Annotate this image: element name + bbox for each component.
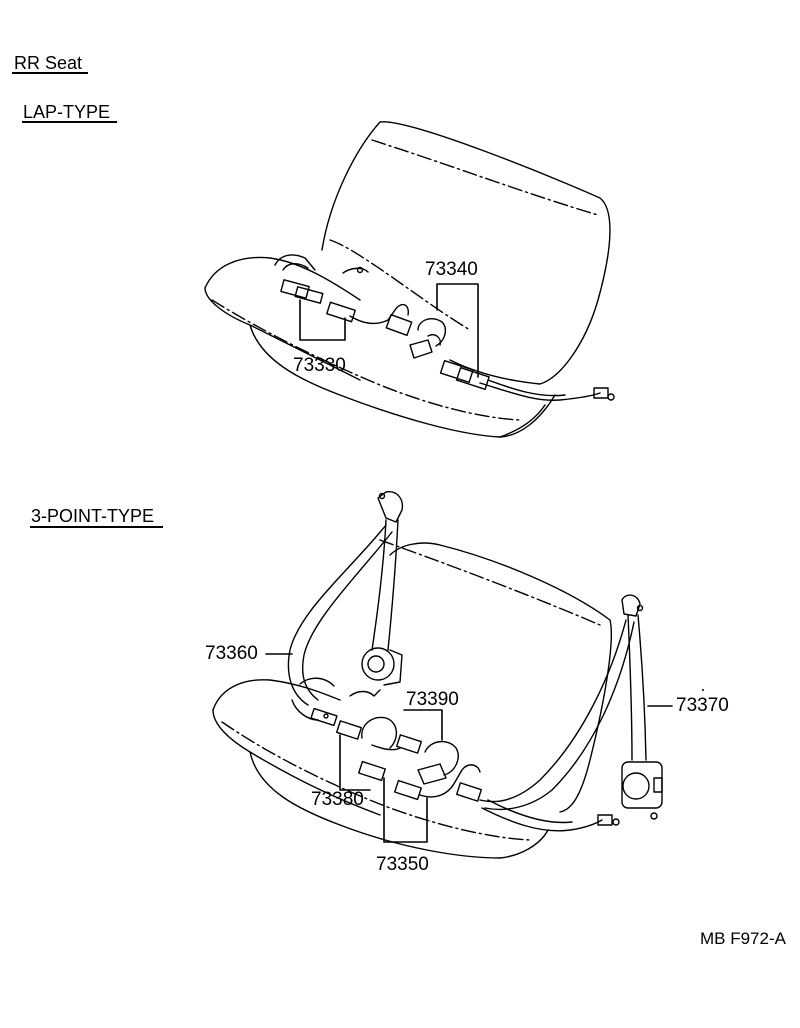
lap-seat-back	[322, 122, 610, 384]
3pt-seat-back	[380, 540, 611, 812]
part-number-73390: 73390	[406, 689, 459, 710]
3pt-seat-cushion	[213, 680, 548, 858]
lap-buckle-center	[386, 315, 445, 358]
3pt-right-retractor-belt	[457, 595, 662, 831]
lap-belt-left	[275, 255, 408, 323]
3pt-leaders	[266, 654, 672, 842]
figure-code: MB F972-A	[700, 929, 786, 948]
part-number-73330: 73330	[293, 355, 346, 376]
page-title-underline	[12, 72, 88, 74]
lap-type-heading-underline	[22, 121, 117, 123]
lap-belt-right	[441, 361, 614, 401]
three-point-type-heading-underline	[30, 526, 163, 528]
page-title: RR Seat	[14, 53, 83, 73]
three-point-type-heading: 3-POINT-TYPE	[31, 506, 155, 526]
part-number-73370: 73370	[676, 695, 729, 716]
3pt-left-retractor-belt	[288, 492, 402, 726]
lap-seat-cushion	[205, 257, 555, 437]
part-number-73360: 73360	[205, 643, 258, 664]
part-number-73350: 73350	[376, 854, 429, 875]
3pt-center-buckles	[337, 717, 480, 799]
part-number-73380: 73380	[311, 789, 364, 810]
lap-type-heading: LAP-TYPE	[23, 102, 111, 122]
part-number-73340: 73340	[425, 259, 478, 280]
stray-dot	[702, 689, 704, 691]
lap-leaders	[300, 284, 478, 377]
